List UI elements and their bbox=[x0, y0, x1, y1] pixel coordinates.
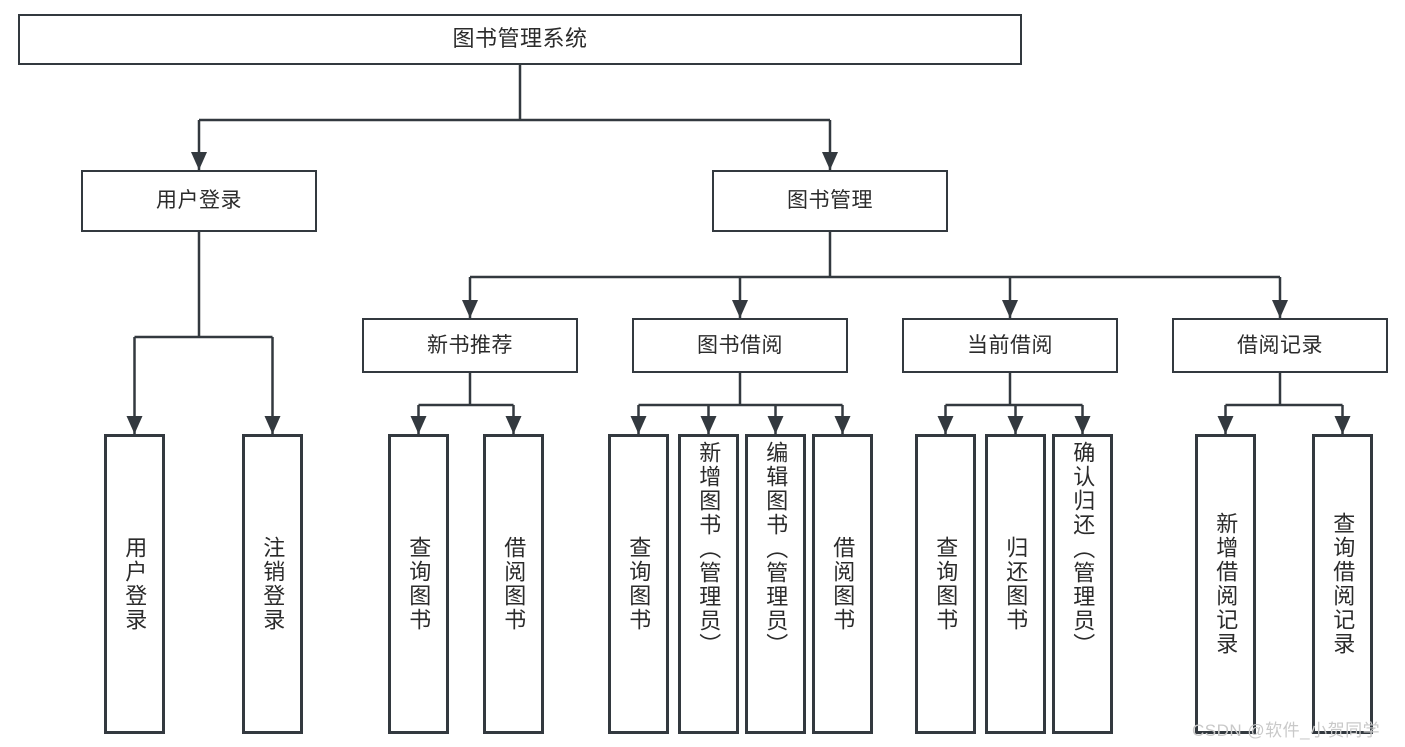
node-leaf-nb-query[interactable]: 查询图书 bbox=[388, 434, 449, 734]
arrowhead-icon bbox=[264, 416, 281, 434]
arrowhead-icon bbox=[1002, 300, 1018, 318]
node-label: 用户登录 bbox=[156, 189, 242, 213]
arrowhead-icon bbox=[767, 416, 784, 434]
node-label: 注销登录 bbox=[260, 536, 286, 632]
node-label: 图书借阅 bbox=[697, 333, 783, 357]
arrowhead-icon bbox=[1334, 416, 1351, 434]
arrowhead-icon bbox=[1007, 416, 1024, 434]
node-leaf-bw-edit[interactable]: 编辑图书（管理员） bbox=[745, 434, 806, 734]
node-newbook[interactable]: 新书推荐 bbox=[362, 318, 578, 373]
node-label: 新书推荐 bbox=[427, 333, 513, 357]
watermark-text: CSDN @软件_小贺同学 bbox=[1192, 721, 1381, 740]
arrowhead-icon bbox=[630, 416, 647, 434]
node-label: 借阅图书 bbox=[501, 536, 527, 632]
node-label: 归还图书 bbox=[1003, 536, 1029, 632]
node-label: 借阅图书 bbox=[830, 536, 856, 632]
node-records[interactable]: 借阅记录 bbox=[1172, 318, 1388, 373]
node-leaf-rec-add[interactable]: 新增借阅记录 bbox=[1195, 434, 1256, 734]
node-leaf-nb-borrow[interactable]: 借阅图书 bbox=[483, 434, 544, 734]
node-leaf-bw-lend[interactable]: 借阅图书 bbox=[812, 434, 873, 734]
arrowhead-icon bbox=[410, 416, 427, 434]
arrowhead-icon bbox=[1272, 300, 1288, 318]
node-label: 用户登录 bbox=[122, 536, 148, 632]
node-leaf-user-login[interactable]: 用户登录 bbox=[104, 434, 165, 734]
node-leaf-cur-query[interactable]: 查询图书 bbox=[915, 434, 976, 734]
node-borrow[interactable]: 图书借阅 bbox=[632, 318, 848, 373]
node-label: 当前借阅 bbox=[967, 333, 1053, 357]
arrowhead-icon bbox=[1217, 416, 1234, 434]
node-label: 借阅记录 bbox=[1237, 333, 1323, 357]
node-label: 图书管理系统 bbox=[452, 26, 588, 52]
node-label: 查询图书 bbox=[933, 536, 959, 632]
node-bookmgmt[interactable]: 图书管理 bbox=[712, 170, 948, 232]
arrowhead-icon bbox=[937, 416, 954, 434]
node-label: 确认归还（管理员） bbox=[1070, 441, 1096, 657]
node-leaf-bw-query[interactable]: 查询图书 bbox=[608, 434, 669, 734]
arrowhead-icon bbox=[834, 416, 851, 434]
node-label: 编辑图书（管理员） bbox=[763, 441, 789, 657]
arrowhead-icon bbox=[700, 416, 717, 434]
node-current[interactable]: 当前借阅 bbox=[902, 318, 1118, 373]
node-leaf-rec-query[interactable]: 查询借阅记录 bbox=[1312, 434, 1373, 734]
arrowhead-icon bbox=[732, 300, 748, 318]
node-leaf-user-logout[interactable]: 注销登录 bbox=[242, 434, 303, 734]
arrowhead-icon bbox=[822, 152, 838, 170]
node-label: 新增借阅记录 bbox=[1213, 512, 1239, 656]
node-label: 查询借阅记录 bbox=[1330, 512, 1356, 656]
node-leaf-cur-confirm[interactable]: 确认归还（管理员） bbox=[1052, 434, 1113, 734]
arrowhead-icon bbox=[1074, 416, 1091, 434]
node-label: 查询图书 bbox=[626, 536, 652, 632]
node-root[interactable]: 图书管理系统 bbox=[18, 14, 1022, 65]
arrowhead-icon bbox=[505, 416, 522, 434]
node-label: 新增图书（管理员） bbox=[696, 441, 722, 657]
arrowhead-icon bbox=[126, 416, 143, 434]
node-leaf-cur-return[interactable]: 归还图书 bbox=[985, 434, 1046, 734]
node-leaf-bw-add[interactable]: 新增图书（管理员） bbox=[678, 434, 739, 734]
arrowhead-icon bbox=[191, 152, 207, 170]
node-label: 查询图书 bbox=[406, 536, 432, 632]
node-login[interactable]: 用户登录 bbox=[81, 170, 317, 232]
node-label: 图书管理 bbox=[787, 189, 873, 213]
arrowhead-icon bbox=[462, 300, 478, 318]
